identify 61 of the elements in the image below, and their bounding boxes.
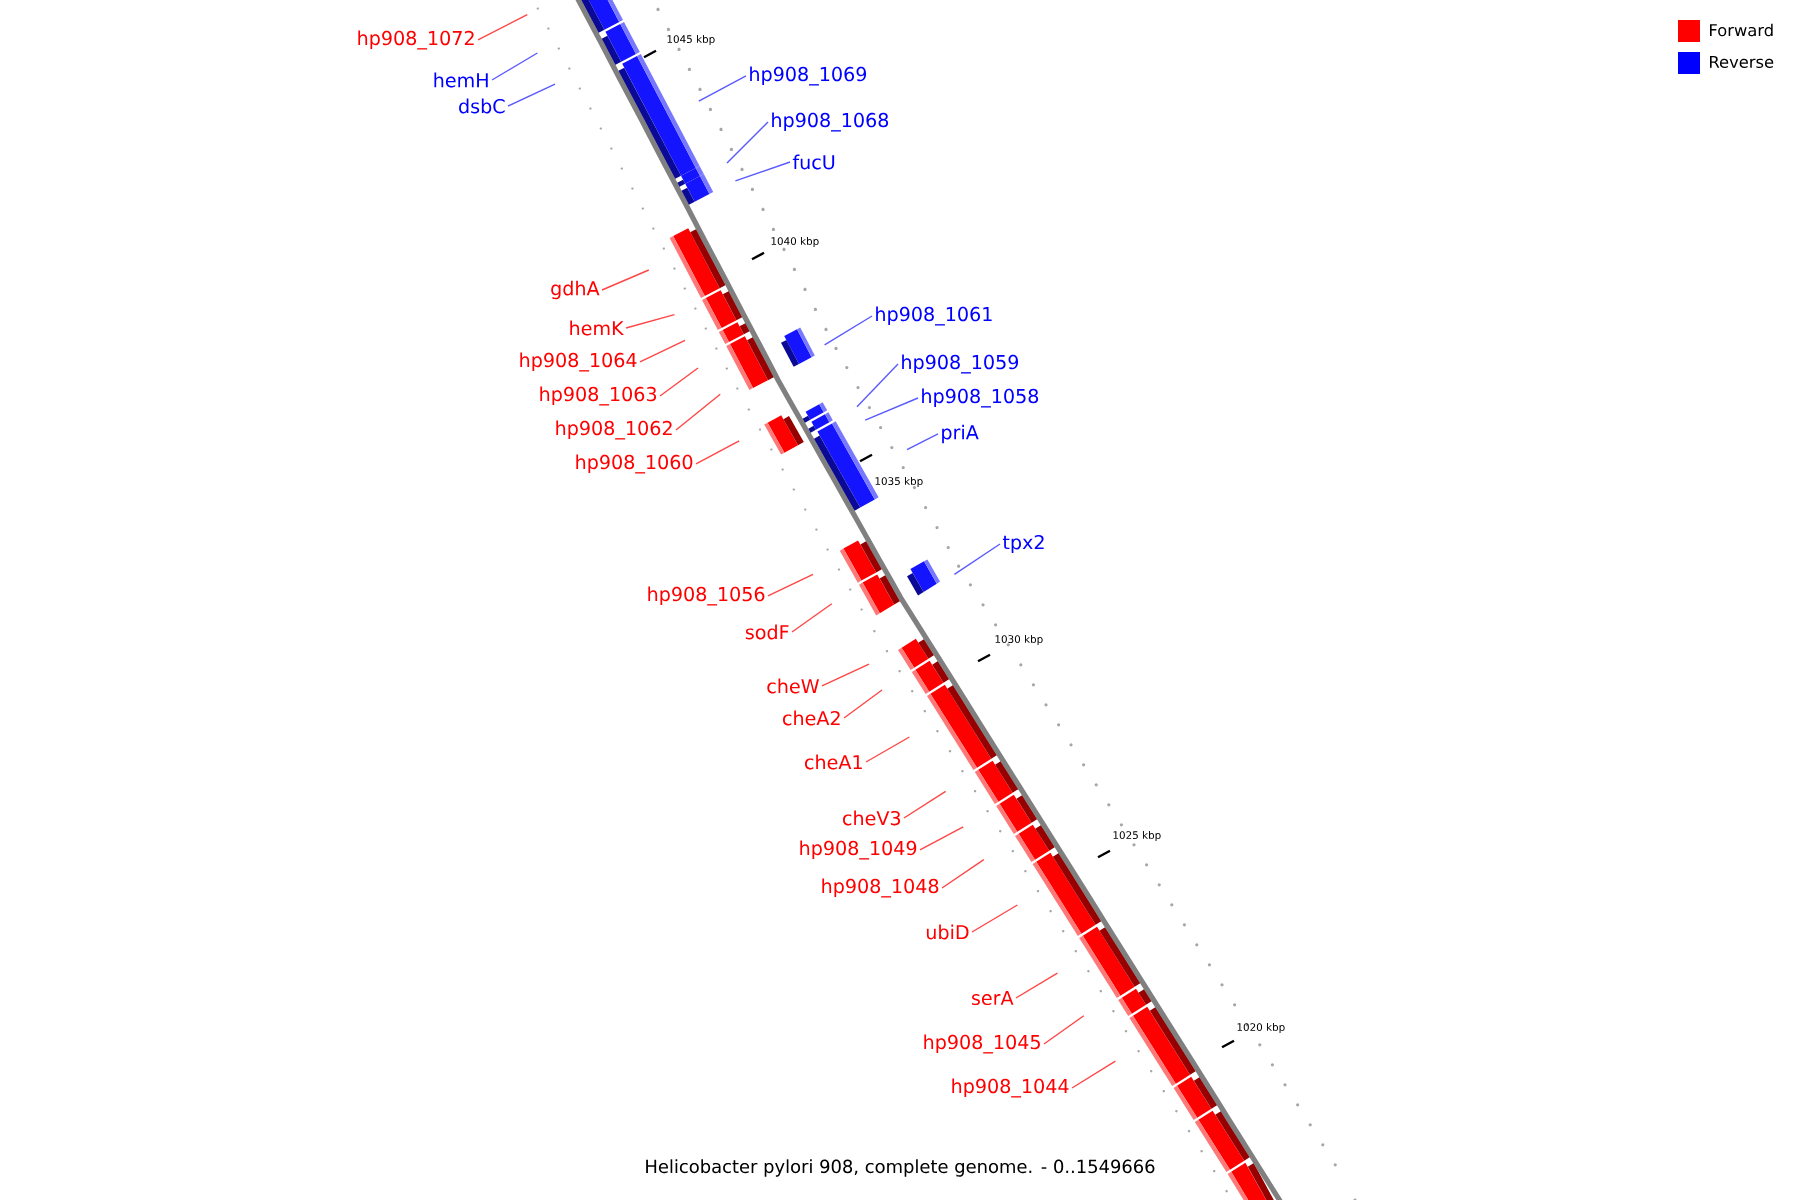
leader-line xyxy=(953,543,1001,576)
leader-line xyxy=(625,313,676,329)
gene-label: hp908_1063 xyxy=(540,386,657,406)
gene-label: cheV3 xyxy=(843,810,901,826)
gene-label: hp908_1064 xyxy=(520,352,637,372)
gene-label: priA xyxy=(942,424,979,444)
legend-label: Forward xyxy=(1710,23,1773,37)
leader-line xyxy=(601,269,650,291)
leader-line xyxy=(864,397,919,421)
leader-line xyxy=(491,52,539,81)
gene-label: hp908_1059 xyxy=(902,354,1019,374)
leader-line xyxy=(791,603,833,633)
gene-label: hp908_1061 xyxy=(876,306,992,326)
leader-line xyxy=(919,826,964,851)
leader-line xyxy=(843,689,883,719)
leader-line xyxy=(1043,1015,1085,1045)
gene-label: hp908_1060 xyxy=(576,454,693,474)
gene-label: hp908_1068 xyxy=(772,112,889,132)
legend-label: Reverse xyxy=(1710,55,1774,69)
gene-label: hp908_1044 xyxy=(952,1078,1069,1098)
leader-line xyxy=(734,161,791,182)
gene-label: dsbC xyxy=(459,98,505,114)
gene-label: hp908_1072 xyxy=(358,30,474,50)
leader-line xyxy=(726,121,769,164)
gene-label: hp908_1069 xyxy=(750,66,867,86)
gene-label: hemH xyxy=(434,72,488,88)
leader-line xyxy=(659,367,699,397)
leader-line xyxy=(639,339,686,363)
gene-label: hp908_1056 xyxy=(648,586,765,606)
caption: Helicobacter pylori 908, complete genome. - 0..1549666 xyxy=(646,1159,1155,1177)
leader-line xyxy=(507,83,556,107)
leader-line xyxy=(903,790,947,819)
leader-line xyxy=(823,315,873,346)
leader-line xyxy=(698,75,747,102)
leader-line xyxy=(856,363,899,408)
gene-label: hemK xyxy=(570,320,624,336)
gene-label: hp908_1062 xyxy=(556,420,672,440)
gene-label: fucU xyxy=(792,154,835,170)
gene-label: tpx2 xyxy=(1002,534,1044,554)
leader-line xyxy=(477,13,528,41)
gene-label: cheA1 xyxy=(805,754,862,770)
leader-line xyxy=(941,858,985,889)
gene-label: hp908_1045 xyxy=(924,1034,1040,1054)
leader-line xyxy=(1071,1060,1117,1089)
gene-label: hp908_1048 xyxy=(822,878,939,898)
gene-label: hp908_1058 xyxy=(922,388,1039,408)
leader-line xyxy=(695,440,740,465)
leader-line xyxy=(865,736,911,763)
leader-line xyxy=(971,904,1019,933)
gene-label: sodF xyxy=(745,624,789,640)
gene-label: hp908_1049 xyxy=(800,840,917,860)
leader-line xyxy=(821,663,870,687)
gene-label: serA xyxy=(971,990,1014,1006)
gene-label: cheW xyxy=(767,678,819,694)
gene-label: cheA2 xyxy=(783,710,840,726)
gene-label: gdhA xyxy=(551,280,600,300)
gene-label: ubiD xyxy=(926,924,969,940)
leader-line xyxy=(906,433,939,451)
leader-line xyxy=(767,573,814,597)
leader-line xyxy=(675,393,721,431)
leader-line xyxy=(1015,972,1059,999)
